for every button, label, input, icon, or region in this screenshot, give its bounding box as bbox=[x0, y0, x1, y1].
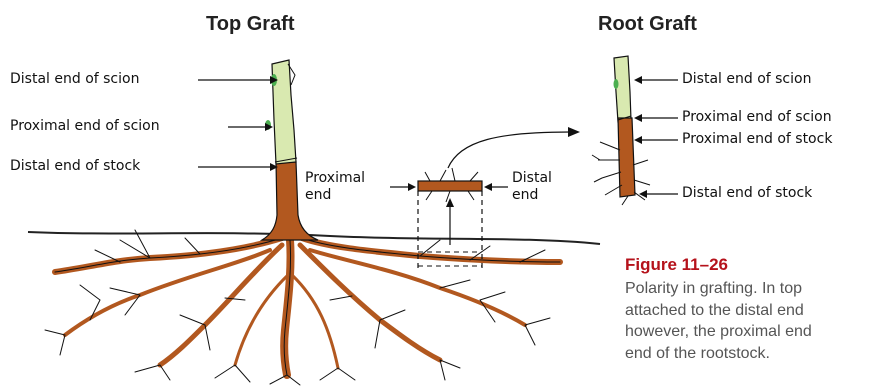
root-system bbox=[45, 230, 560, 385]
rg-label-distal-end-of-scion: Distal end of scion bbox=[682, 71, 811, 87]
curved-arrow-to-root-graft bbox=[448, 132, 570, 168]
cutting-distal-label-line1: Distal bbox=[512, 170, 552, 186]
top-graft-heading: Top Graft bbox=[206, 13, 295, 36]
cutting-proximal-label-line1: Proximal bbox=[305, 170, 365, 186]
cutting-distal-label-line2: end bbox=[512, 187, 538, 203]
root-graft-stock bbox=[618, 118, 635, 197]
cutting-proximal-label-line2: end bbox=[305, 187, 331, 203]
rg-label-distal-end-of-stock: Distal end of stock bbox=[682, 185, 812, 201]
label-distal-end-of-scion: Distal end of scion bbox=[10, 71, 139, 87]
figure-title: Figure 11–26 bbox=[625, 255, 728, 275]
caption-line: however, the proximal end bbox=[625, 321, 812, 343]
caption-line: attached to the distal end bbox=[625, 300, 812, 322]
root-cutting bbox=[418, 168, 482, 202]
caption-line: Polarity in grafting. In top bbox=[625, 278, 812, 300]
rg-label-proximal-end-of-scion: Proximal end of scion bbox=[682, 109, 832, 125]
label-proximal-end-of-scion: Proximal end of scion bbox=[10, 118, 160, 134]
caption-line: end of the rootstock. bbox=[625, 343, 812, 365]
rg-label-proximal-end-of-stock: Proximal end of stock bbox=[682, 131, 832, 147]
figure-caption: Polarity in grafting. In top attached to… bbox=[625, 278, 812, 364]
root-graft-scion bbox=[614, 56, 631, 122]
root-graft-heading: Root Graft bbox=[598, 13, 697, 36]
label-distal-end-of-stock: Distal end of stock bbox=[10, 158, 140, 174]
